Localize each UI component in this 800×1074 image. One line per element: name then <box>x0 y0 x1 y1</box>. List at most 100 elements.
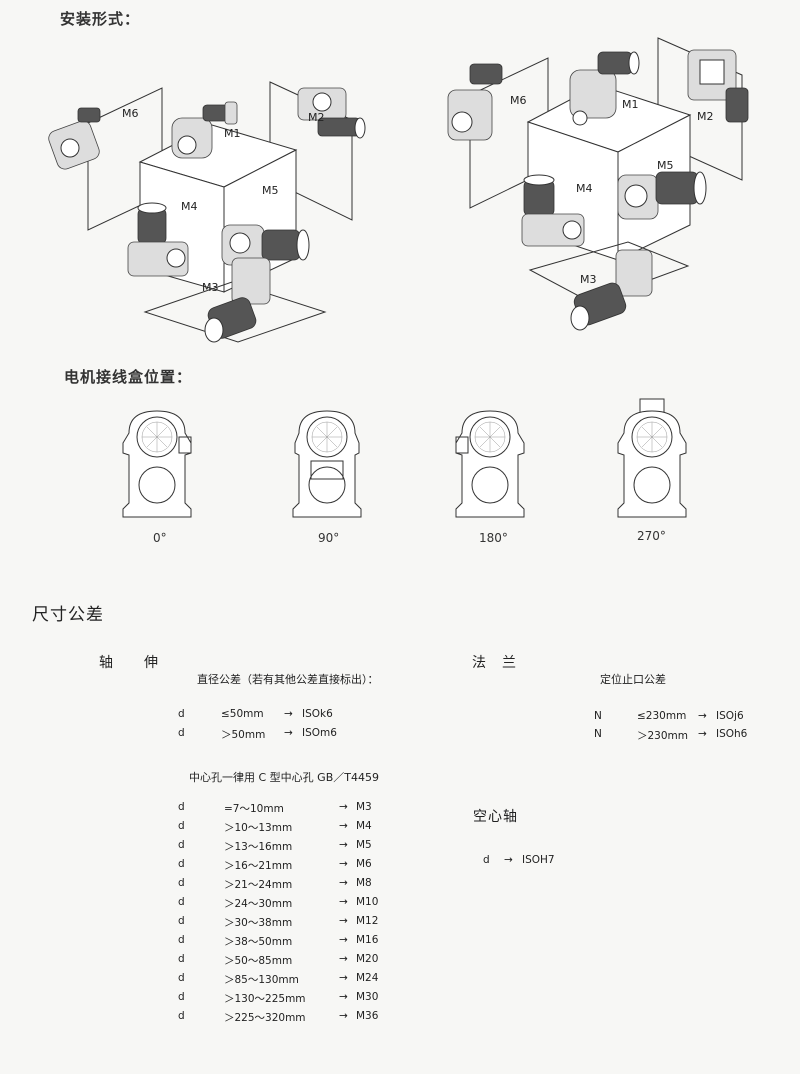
gear-unit-m1-left <box>171 101 238 159</box>
row-result: M36 <box>356 1010 379 1022</box>
row-cond: ＞130～225mm <box>224 993 306 1005</box>
gear-unit-m4-left <box>127 202 189 277</box>
gear-unit-m6-left <box>48 107 101 170</box>
row-arrow: → <box>339 839 348 851</box>
label-m1-right: M1 <box>622 98 639 111</box>
row-sym: d <box>178 915 185 927</box>
hollow-sym: d <box>483 854 490 866</box>
label-m3-left: M3 <box>202 281 219 294</box>
row-cond: ＞38～50mm <box>224 936 293 948</box>
label-m1-left: M1 <box>224 127 241 140</box>
center-hole-note: 中心孔一律用 C 型中心孔 GB／T4459 <box>189 771 379 784</box>
row-arrow: → <box>284 727 293 739</box>
row-sym: N <box>594 710 602 722</box>
row-arrow: → <box>339 915 348 927</box>
row-cond: =7～10mm <box>224 803 284 815</box>
row-arrow: → <box>339 858 348 870</box>
tolerance-section-title: 尺寸公差 <box>32 605 104 625</box>
install-diagram-right <box>447 37 749 331</box>
row-cond: ＞24～30mm <box>224 898 293 910</box>
row-arrow: → <box>339 820 348 832</box>
row-sym: N <box>594 728 602 740</box>
shaft-heading: 轴 伸 <box>99 655 159 671</box>
row-cond: ＞30～38mm <box>224 917 293 929</box>
row-sym: d <box>178 1010 185 1022</box>
angle-label-270: 270° <box>637 529 666 543</box>
hollow-arrow: → <box>504 854 513 866</box>
gear-unit-m3-left <box>204 257 271 343</box>
hollow-shaft-heading: 空心轴 <box>473 809 518 825</box>
row-arrow: → <box>339 1010 348 1022</box>
label-m5-left: M5 <box>262 184 279 197</box>
row-cond: ＞13～16mm <box>224 841 293 853</box>
row-cond: ＞85～130mm <box>224 974 299 986</box>
install-section-title: 安装形式： <box>60 10 141 28</box>
terminal-view-0 <box>122 410 192 518</box>
row-arrow: → <box>339 953 348 965</box>
label-m5-right: M5 <box>657 159 674 172</box>
row-sym: d <box>178 801 185 813</box>
row-cond: ＞50mm <box>221 729 266 741</box>
row-arrow: → <box>339 991 348 1003</box>
gear-unit-m5-right <box>617 171 707 220</box>
row-sym: d <box>178 953 185 965</box>
row-result: M6 <box>356 858 372 870</box>
row-sym: d <box>178 820 185 832</box>
row-sym: d <box>178 896 185 908</box>
label-m3-right: M3 <box>580 273 597 286</box>
gear-unit-m5-left <box>221 224 310 266</box>
install-diagram-left <box>48 81 366 343</box>
row-sym: d <box>178 991 185 1003</box>
gear-unit-m6-right <box>447 63 503 141</box>
row-result: M24 <box>356 972 379 984</box>
row-arrow: → <box>698 728 707 740</box>
terminal-view-180 <box>455 410 525 518</box>
label-m6-right: M6 <box>510 94 527 107</box>
terminal-view-270 <box>617 398 687 518</box>
row-cond: ＞21～24mm <box>224 879 293 891</box>
row-result: ISOj6 <box>716 710 744 722</box>
row-cond: ≤50mm <box>221 708 264 720</box>
label-m2-left: M2 <box>308 111 325 124</box>
angle-label-180: 180° <box>479 531 508 545</box>
row-result: M16 <box>356 934 379 946</box>
row-sym: d <box>178 858 185 870</box>
row-cond: ＞50～85mm <box>224 955 293 967</box>
row-result: M30 <box>356 991 379 1003</box>
gear-unit-m1-right <box>569 51 640 126</box>
row-cond: ＞230mm <box>637 730 688 742</box>
row-arrow: → <box>339 896 348 908</box>
row-arrow: → <box>284 708 293 720</box>
row-arrow: → <box>698 710 707 722</box>
gear-unit-m3-right <box>570 249 653 331</box>
row-arrow: → <box>339 934 348 946</box>
row-result: M10 <box>356 896 379 908</box>
flange-heading: 法 兰 <box>472 655 517 671</box>
row-cond: ＞225～320mm <box>224 1012 306 1024</box>
terminal-view-90 <box>292 410 362 518</box>
row-arrow: → <box>339 972 348 984</box>
flange-note: 定位止口公差 <box>600 673 666 686</box>
row-result: M3 <box>356 801 372 813</box>
row-sym: d <box>178 839 185 851</box>
row-sym: d <box>178 727 185 739</box>
row-result: M8 <box>356 877 372 889</box>
row-result: ISOm6 <box>302 727 337 739</box>
row-result: ISOh6 <box>716 728 748 740</box>
row-result: M20 <box>356 953 379 965</box>
row-cond: ＞10～13mm <box>224 822 293 834</box>
row-cond: ＞16～21mm <box>224 860 293 872</box>
row-result: M4 <box>356 820 372 832</box>
shaft-diameter-note: 直径公差（若有其他公差直接标出）： <box>197 673 379 686</box>
row-sym: d <box>178 934 185 946</box>
row-cond: ≤230mm <box>637 710 687 722</box>
label-m4-right: M4 <box>576 182 593 195</box>
row-result: M12 <box>356 915 379 927</box>
label-m6-left: M6 <box>122 107 139 120</box>
row-result: M5 <box>356 839 372 851</box>
row-sym: d <box>178 708 185 720</box>
row-sym: d <box>178 877 185 889</box>
row-sym: d <box>178 972 185 984</box>
gear-unit-m4-right <box>521 174 585 247</box>
gear-unit-m2-left <box>297 87 366 139</box>
